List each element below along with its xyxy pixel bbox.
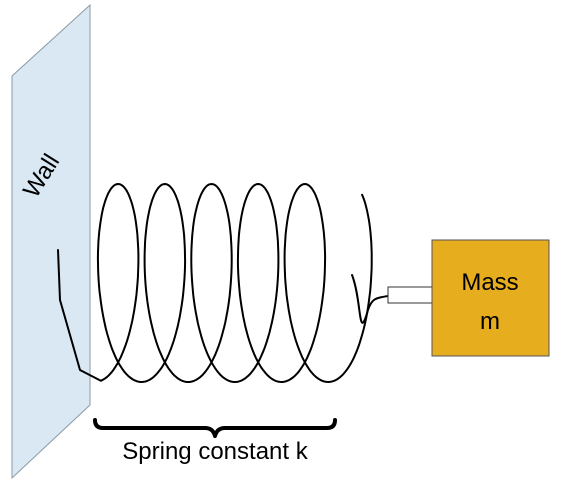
mass-box	[431, 239, 550, 357]
wall-panel	[11, 3, 91, 480]
mass-symbol: m	[480, 308, 500, 335]
spring	[57, 183, 389, 383]
spring-connector	[351, 274, 389, 324]
wall: Wall	[11, 3, 91, 480]
spring-coil	[57, 183, 373, 383]
spring-label: Spring constant k	[122, 438, 308, 465]
mass-label: Mass	[461, 269, 518, 296]
mass-block: Mass m	[431, 239, 550, 357]
connector-rod	[387, 286, 433, 304]
spring-brace	[93, 418, 337, 438]
